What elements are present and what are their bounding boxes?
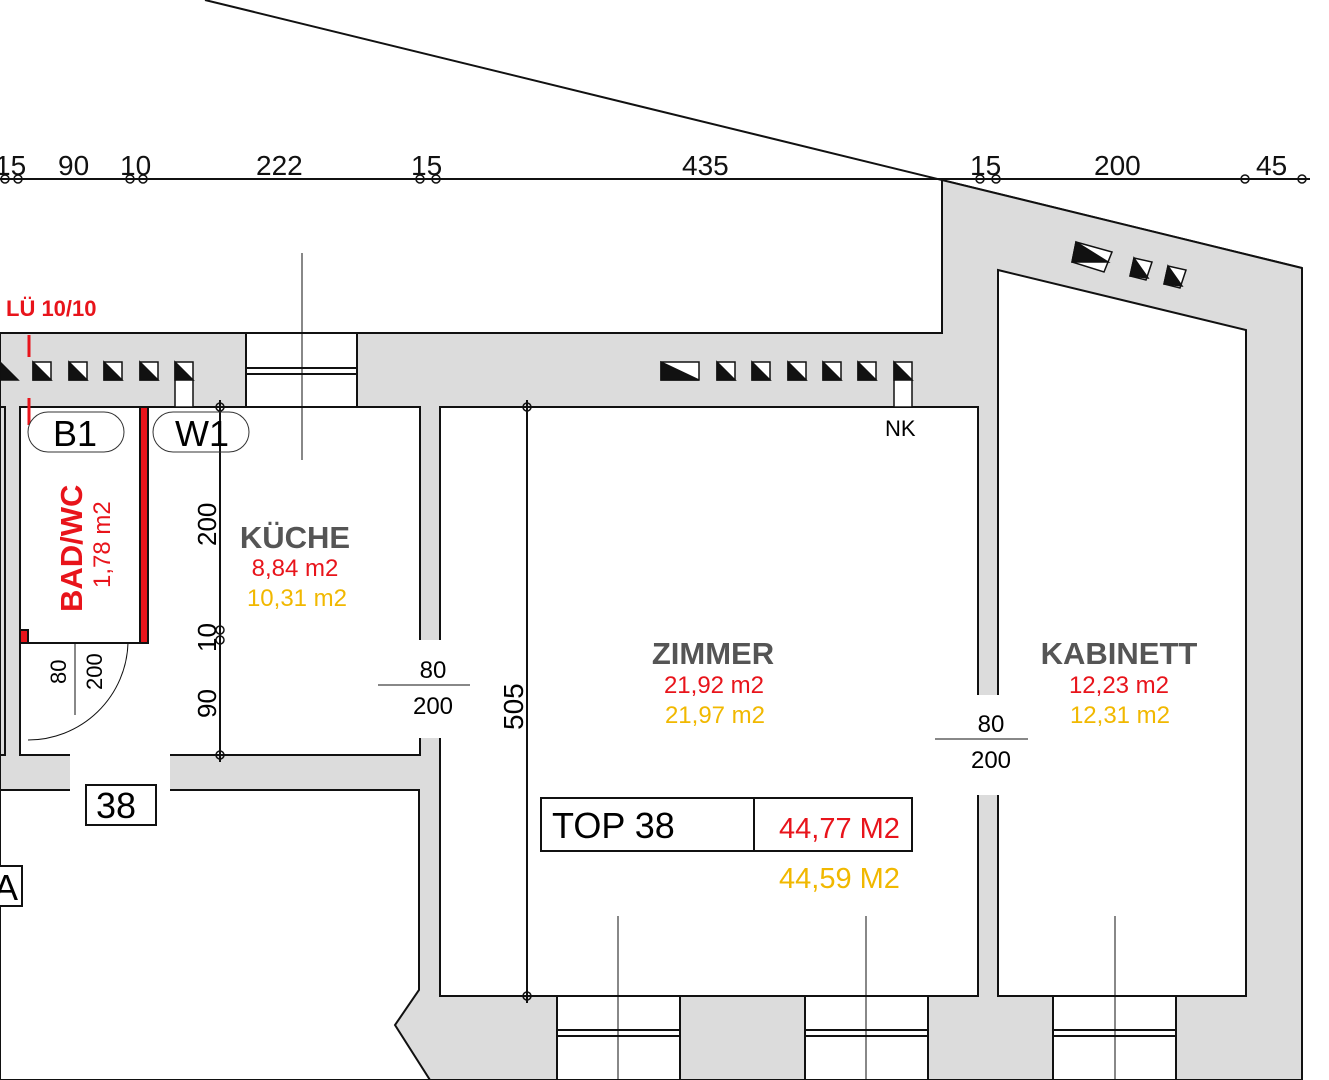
room-area-zimmer: 21,92 m2 bbox=[664, 672, 764, 699]
dim-vertical: 200 bbox=[192, 503, 222, 546]
door-width-kabinett: 80 bbox=[978, 711, 1005, 738]
dimension-labels: 15 90 10 222 15 435 15 200 45 bbox=[0, 150, 1287, 181]
dim-label: 222 bbox=[256, 150, 303, 181]
apartment-label: TOP 38 bbox=[552, 805, 675, 846]
apartment-area: 44,77 M2 bbox=[779, 813, 900, 845]
room-name-zimmer: ZIMMER bbox=[652, 636, 774, 671]
room-area-kabinett: 12,23 m2 bbox=[1069, 672, 1169, 699]
apartment-area-alt: 44,59 M2 bbox=[779, 863, 900, 895]
dim-label: 15 bbox=[0, 150, 26, 181]
dim-label: 435 bbox=[682, 150, 729, 181]
room-area-kueche: 8,84 m2 bbox=[252, 555, 339, 582]
door-width-bad: 80 bbox=[46, 660, 71, 684]
dim-label: 15 bbox=[411, 150, 442, 181]
room-name-bad: BAD/WC bbox=[54, 485, 89, 612]
vent-label: LÜ 10/10 bbox=[6, 296, 97, 321]
room-name-kueche: KÜCHE bbox=[240, 520, 350, 555]
dim-vertical-zimmer: 505 bbox=[498, 683, 529, 730]
tag-b1: B1 bbox=[53, 413, 97, 454]
dim-vertical: 90 bbox=[192, 689, 222, 718]
door-height-kabinett: 200 bbox=[971, 747, 1011, 774]
room-area-alt-kabinett: 12,31 m2 bbox=[1070, 702, 1170, 729]
room-area-bad: 1,78 m2 bbox=[89, 501, 116, 588]
door-height-bad: 200 bbox=[82, 653, 107, 690]
apartment-number: 38 bbox=[96, 785, 136, 826]
apartment-summary-box: TOP 38 44,77 M2 44,59 M2 bbox=[540, 797, 913, 895]
dim-label: 45 bbox=[1256, 150, 1287, 181]
room-name-kabinett: KABINETT bbox=[1041, 636, 1198, 671]
dim-vertical: 10 bbox=[192, 623, 222, 652]
door-height-kueche: 200 bbox=[413, 693, 453, 720]
tag-nk: NK bbox=[885, 416, 916, 441]
tag-w1: W1 bbox=[175, 413, 229, 454]
dim-label: 200 bbox=[1094, 150, 1141, 181]
chimney-flues bbox=[0, 240, 1187, 408]
dim-label: 90 bbox=[58, 150, 89, 181]
dim-label: 10 bbox=[120, 150, 151, 181]
room-area-alt-zimmer: 21,97 m2 bbox=[665, 702, 765, 729]
corner-tag: A bbox=[0, 867, 18, 908]
door-width-kueche: 80 bbox=[420, 657, 447, 684]
dimension-line-top bbox=[0, 174, 1310, 1080]
room-area-alt-kueche: 10,31 m2 bbox=[247, 585, 347, 612]
dim-label: 15 bbox=[970, 150, 1001, 181]
